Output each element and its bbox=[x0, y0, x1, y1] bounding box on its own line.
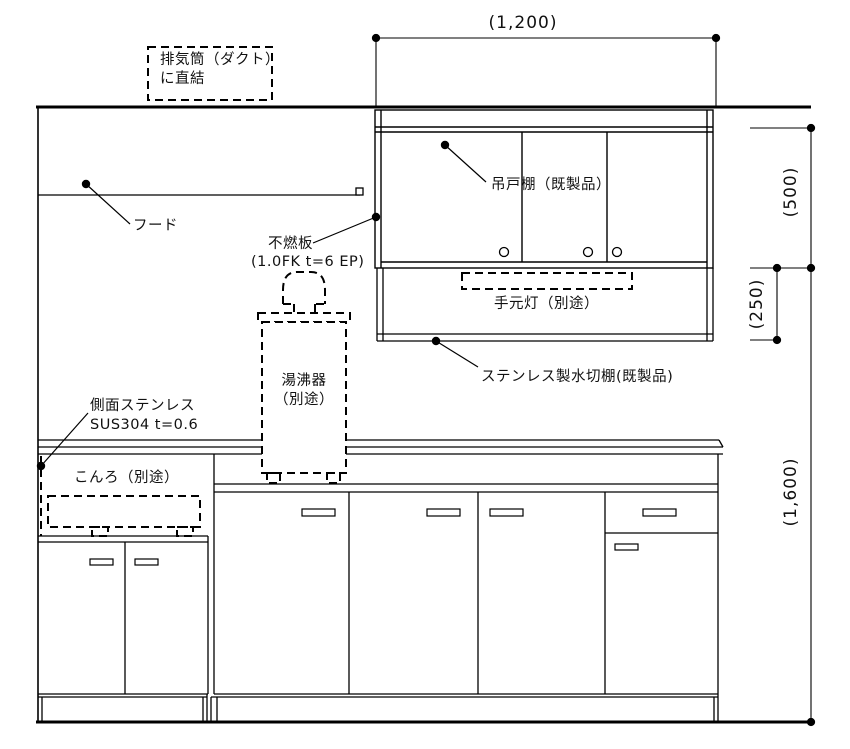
stove-foot bbox=[91, 526, 109, 537]
door-handle bbox=[426, 508, 461, 517]
door-handle bbox=[301, 508, 336, 517]
drain-shelf-label: ステンレス製水切棚(既製品) bbox=[481, 369, 674, 385]
water-heater-foot bbox=[326, 472, 341, 484]
water-heater-label-line1: 湯沸器 bbox=[281, 373, 327, 389]
counter-backsplash bbox=[38, 439, 724, 455]
water-heater-foot bbox=[266, 472, 281, 484]
incombustible-board-label: 不燃板 bbox=[268, 236, 313, 252]
duct-label: 排気筒（ダクト） に直結 bbox=[160, 51, 280, 89]
hanging-cabinet-label: 吊戸棚（既製品） bbox=[491, 177, 611, 193]
cabinet-knob bbox=[611, 246, 623, 258]
water-heater-outline bbox=[257, 271, 351, 484]
side-stainless-label-line1: 側面ステンレス bbox=[90, 398, 195, 414]
hanging-cabinet-outline bbox=[374, 109, 714, 269]
duct-outline bbox=[147, 46, 273, 101]
dim-top-width: (1,200) bbox=[488, 13, 558, 33]
side-stainless-label: 側面ステンレス SUS304 t=0.6 bbox=[90, 397, 198, 435]
dim-upper-cabinet-height: (500) bbox=[781, 166, 801, 218]
task-light-outline bbox=[461, 272, 633, 290]
wall-lines bbox=[36, 105, 811, 724]
main-base-cabinet bbox=[210, 454, 719, 722]
dim-drain-shelf-height: (250) bbox=[747, 278, 767, 330]
cabinet-knob bbox=[582, 246, 594, 258]
dimension-lines bbox=[371, 33, 816, 727]
incombustible-board-spec: (1.0FK t=6 EP) bbox=[251, 254, 365, 270]
drawer-handle bbox=[642, 508, 677, 517]
door-handle bbox=[489, 508, 524, 517]
door-handle bbox=[89, 558, 114, 566]
stove-foot bbox=[176, 526, 194, 537]
stove-outline bbox=[40, 456, 201, 537]
leader-lines bbox=[36, 140, 487, 471]
cabinet-knob bbox=[498, 246, 510, 258]
water-heater-label: 湯沸器 （別途） bbox=[259, 372, 349, 410]
door-handle bbox=[134, 558, 159, 566]
water-heater-label-line2: （別途） bbox=[274, 392, 334, 408]
duct-label-line2: に直結 bbox=[160, 71, 205, 87]
dim-overall-height: (1,600) bbox=[781, 457, 801, 527]
duct-label-line1: 排気筒（ダクト） bbox=[160, 52, 280, 68]
hood-label: フード bbox=[133, 218, 178, 234]
hood-outline bbox=[38, 187, 364, 196]
side-stainless-label-line2: SUS304 t=0.6 bbox=[90, 417, 199, 433]
stove-label: こんろ（別途） bbox=[74, 470, 179, 486]
stove-stand-cabinet bbox=[38, 535, 209, 722]
task-light-label: 手元灯（別途） bbox=[494, 296, 599, 312]
door-handle bbox=[614, 543, 639, 551]
